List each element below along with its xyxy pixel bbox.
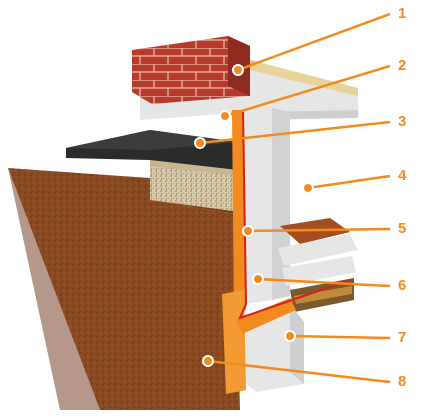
callout-dot-5 [242, 225, 254, 237]
callout-number-1: 1 [398, 5, 406, 22]
callout-lines [199, 12, 391, 384]
callout-dot-8 [202, 355, 214, 367]
callout-dot-3 [194, 137, 206, 149]
callout-dot-2 [219, 110, 231, 122]
callout-number-4: 4 [398, 167, 407, 184]
callout-number-2: 2 [398, 57, 406, 74]
callout-numbers: 1 2 3 4 5 6 7 8 [398, 5, 407, 390]
gravel-layer [150, 160, 240, 212]
callout-dots [194, 64, 314, 367]
callout-dot-1 [232, 64, 244, 76]
callout-dot-7 [284, 330, 296, 342]
callout-number-7: 7 [398, 329, 406, 346]
waterproofing-line [238, 111, 351, 320]
insulation-layer [222, 110, 296, 394]
callout-dot-4 [302, 182, 314, 194]
callout-dot-6 [252, 273, 264, 285]
callout-number-3: 3 [398, 113, 406, 130]
callout-number-6: 6 [398, 277, 406, 294]
interior-floor [278, 218, 358, 312]
callout-number-5: 5 [398, 220, 406, 237]
callout-number-8: 8 [398, 373, 406, 390]
